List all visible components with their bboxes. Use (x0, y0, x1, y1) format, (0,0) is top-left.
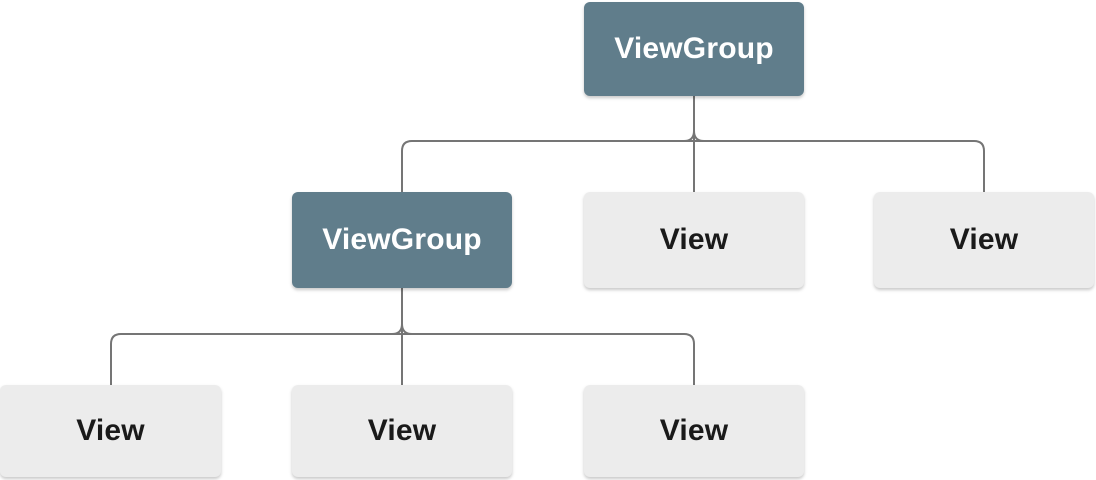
connector-level1-fillet-left (683, 130, 695, 142)
node-label: View (949, 223, 1019, 256)
node-level3-view-3: View (584, 385, 804, 477)
node-level2-view-2: View (874, 192, 1094, 288)
node-label: View (76, 414, 145, 447)
node-level2-view-1: View (584, 192, 804, 288)
connector-level2-fillet-left (391, 323, 403, 335)
node-label: View (367, 414, 437, 447)
connector-level2-bracket (110, 333, 695, 385)
node-label: ViewGroup (614, 32, 774, 65)
node-label: View (659, 223, 729, 256)
connector-level1-bracket (401, 140, 985, 192)
node-level2-viewgroup: ViewGroup (292, 192, 512, 288)
connector-level2-fillet-right (401, 323, 413, 335)
node-level3-view-1: View (0, 385, 221, 477)
connector-level1-fillet-right (693, 130, 705, 142)
node-label: ViewGroup (322, 223, 482, 256)
node-root-viewgroup: ViewGroup (584, 2, 804, 96)
node-level3-view-2: View (292, 385, 512, 477)
node-label: View (659, 414, 729, 447)
